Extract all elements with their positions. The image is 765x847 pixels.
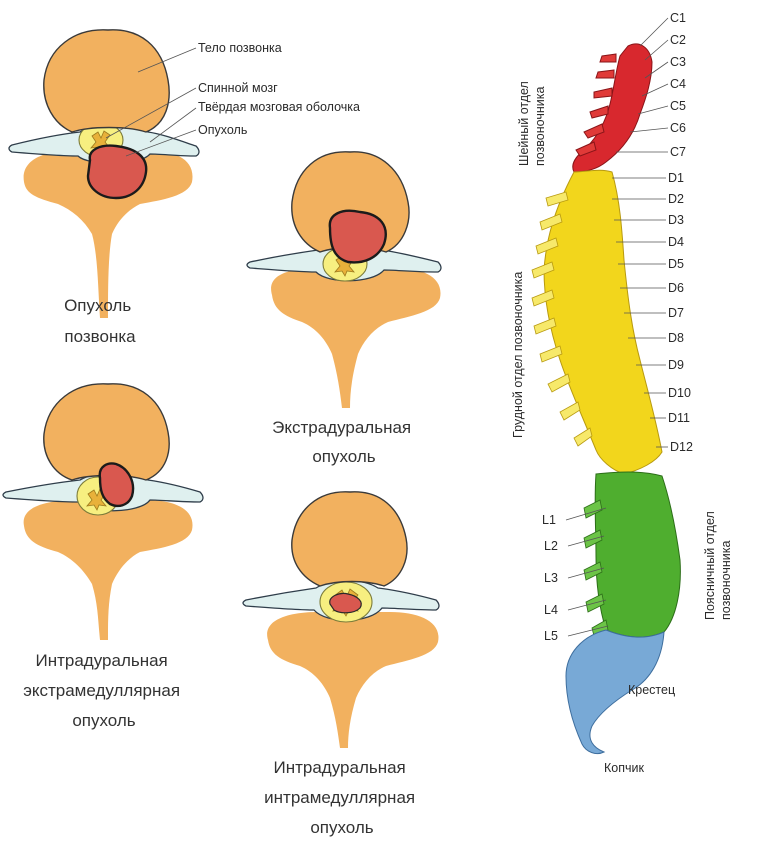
spine-illustration: C1 C2 C3 C4 C5 C6 C7 D1 D2 D3 D4 D5 D6 bbox=[511, 11, 733, 775]
caption-extradural-tumor: Экстрадуральная опухоль bbox=[272, 418, 416, 466]
label-c1: C1 bbox=[670, 11, 686, 25]
label-d1: D1 bbox=[668, 171, 684, 185]
lumbar-region bbox=[595, 472, 680, 637]
label-l3: L3 bbox=[544, 571, 558, 585]
label-d6: D6 bbox=[668, 281, 684, 295]
caption-vertebral-tumor: Опухоль позвонка bbox=[64, 296, 136, 346]
label-c2: C2 bbox=[670, 33, 686, 47]
label-d9: D9 bbox=[668, 358, 684, 372]
label-l2: L2 bbox=[544, 539, 558, 553]
label-c7: C7 bbox=[670, 145, 686, 159]
label-c5: C5 bbox=[670, 99, 686, 113]
label-tumor: Опухоль bbox=[198, 123, 247, 137]
label-d11: D11 bbox=[668, 411, 690, 425]
label-c6: C6 bbox=[670, 121, 686, 135]
panel-extradural-tumor: Экстрадуральная опухоль bbox=[247, 152, 441, 466]
caption-intradural-intramedullary: Интрадуральная интрамедуллярная опухоль bbox=[264, 758, 420, 837]
panel-intradural-extramedullary: Интрадуральная экстрамедуллярная опухоль bbox=[3, 384, 203, 730]
thoracic-region bbox=[544, 170, 662, 474]
label-c4: C4 bbox=[670, 77, 686, 91]
panel-intradural-intramedullary: Интрадуральная интрамедуллярная опухоль bbox=[243, 492, 439, 837]
label-d8: D8 bbox=[668, 331, 684, 345]
label-dura: Твёрдая мозговая оболочка bbox=[198, 100, 360, 114]
label-d7: D7 bbox=[668, 306, 684, 320]
label-sacrum: Крестец bbox=[628, 683, 675, 697]
label-cervical-region: Шейный отдел позвоночника bbox=[517, 78, 547, 166]
label-spinal-cord: Спинной мозг bbox=[198, 81, 278, 95]
label-d10: D10 bbox=[668, 386, 691, 400]
label-l1: L1 bbox=[542, 513, 556, 527]
label-vertebral-body: Тело позвонка bbox=[198, 41, 282, 55]
label-lumbar-region: Поясничный отдел позвоночника bbox=[703, 508, 733, 620]
label-d5: D5 bbox=[668, 257, 684, 271]
label-coccyx: Копчик bbox=[604, 761, 644, 775]
label-l4: L4 bbox=[544, 603, 558, 617]
label-c3: C3 bbox=[670, 55, 686, 69]
label-l5: L5 bbox=[544, 629, 558, 643]
label-d12: D12 bbox=[670, 440, 693, 454]
caption-intradural-extramedullary: Интрадуральная экстрамедуллярная опухоль bbox=[23, 651, 185, 730]
label-d2: D2 bbox=[668, 192, 684, 206]
label-d3: D3 bbox=[668, 213, 684, 227]
label-d4: D4 bbox=[668, 235, 684, 249]
label-thoracic-region: Грудной отдел позвоночника bbox=[511, 272, 525, 438]
